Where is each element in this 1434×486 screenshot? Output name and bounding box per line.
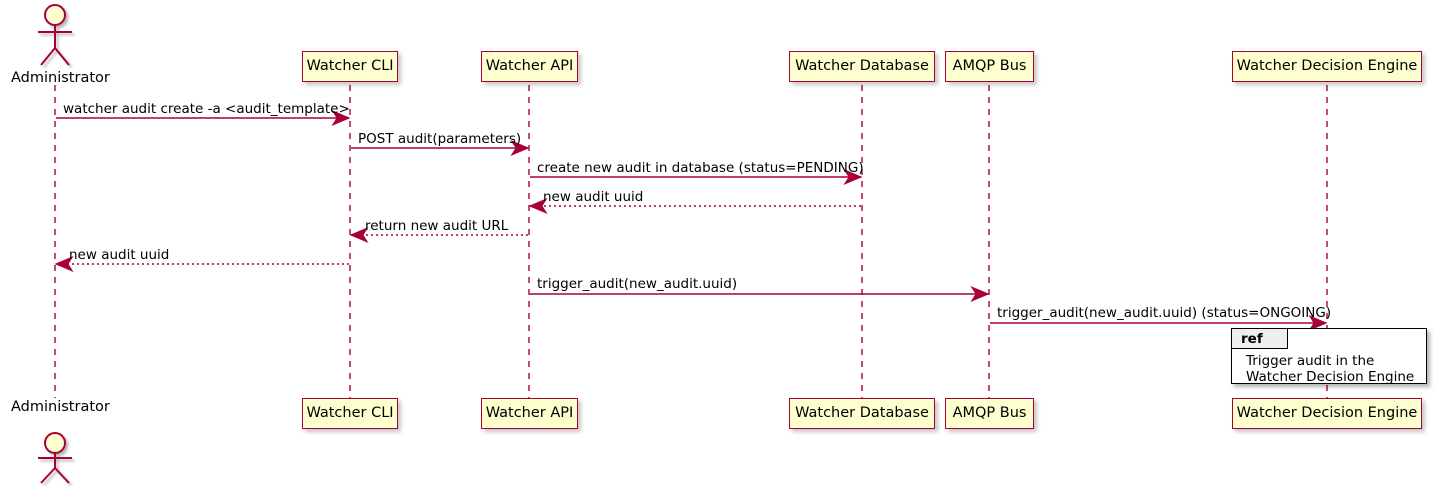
message-label-3: create new audit in database (status=PEN…: [537, 160, 864, 176]
participant-label: Watcher Database: [795, 405, 929, 421]
message-arrows-group: [54, 110, 1328, 331]
ref-fragment-line-2: Watcher Decision Engine: [1246, 369, 1415, 385]
participant-watcher-decision-engine-top: Watcher Decision Engine: [1232, 51, 1422, 82]
participant-watcher-api-bottom: Watcher API: [481, 398, 578, 429]
message-label-1: watcher audit create -a <audit_template>: [63, 101, 350, 117]
participant-amqp-bus-top: AMQP Bus: [945, 51, 1034, 82]
participant-label: AMQP Bus: [952, 58, 1027, 74]
participant-label: Watcher CLI: [306, 58, 394, 74]
lifelines-group: [54, 85, 1328, 398]
participant-amqp-bus-bottom: AMQP Bus: [945, 398, 1034, 429]
message-label-6: new audit uuid: [69, 247, 170, 263]
participant-watcher-database-bottom: Watcher Database: [789, 398, 935, 429]
participant-label: Watcher CLI: [306, 405, 394, 421]
participant-label: Watcher API: [485, 58, 574, 74]
actor-label-administrator-bottom: Administrator: [11, 399, 110, 415]
participant-watcher-decision-engine-bottom: Watcher Decision Engine: [1232, 398, 1422, 429]
participant-label: Watcher API: [485, 405, 574, 421]
actor-label-administrator-top: Administrator: [11, 70, 110, 86]
message-label-8: trigger_audit(new_audit.uuid) (status=ON…: [997, 305, 1332, 321]
message-label-4: new audit uuid: [543, 189, 644, 205]
ref-fragment-trigger-audit: ref Trigger audit in the Watcher Decisio…: [1231, 328, 1427, 385]
participant-label: Watcher Decision Engine: [1236, 405, 1418, 421]
message-label-7: trigger_audit(new_audit.uuid): [537, 276, 738, 292]
actor-administrator-top: [38, 4, 72, 66]
participant-watcher-database-top: Watcher Database: [789, 51, 935, 82]
ref-fragment-operator-label: ref: [1241, 331, 1263, 347]
actor-administrator-bottom: [38, 432, 72, 484]
message-label-5: return new audit URL: [365, 218, 509, 234]
ref-fragment-tab: ref: [1232, 329, 1288, 349]
participant-label: Watcher Database: [795, 58, 929, 74]
participant-watcher-api-top: Watcher API: [481, 51, 578, 82]
ref-fragment-body-text: Trigger audit in the Watcher Decision En…: [1246, 353, 1414, 385]
participant-label: Watcher Decision Engine: [1236, 58, 1418, 74]
participant-label: AMQP Bus: [952, 405, 1027, 421]
participant-watcher-cli-top: Watcher CLI: [302, 51, 398, 82]
ref-fragment-line-1: Trigger audit in the: [1246, 353, 1375, 369]
participant-watcher-cli-bottom: Watcher CLI: [302, 398, 398, 429]
message-label-2: POST audit(parameters): [358, 131, 522, 147]
